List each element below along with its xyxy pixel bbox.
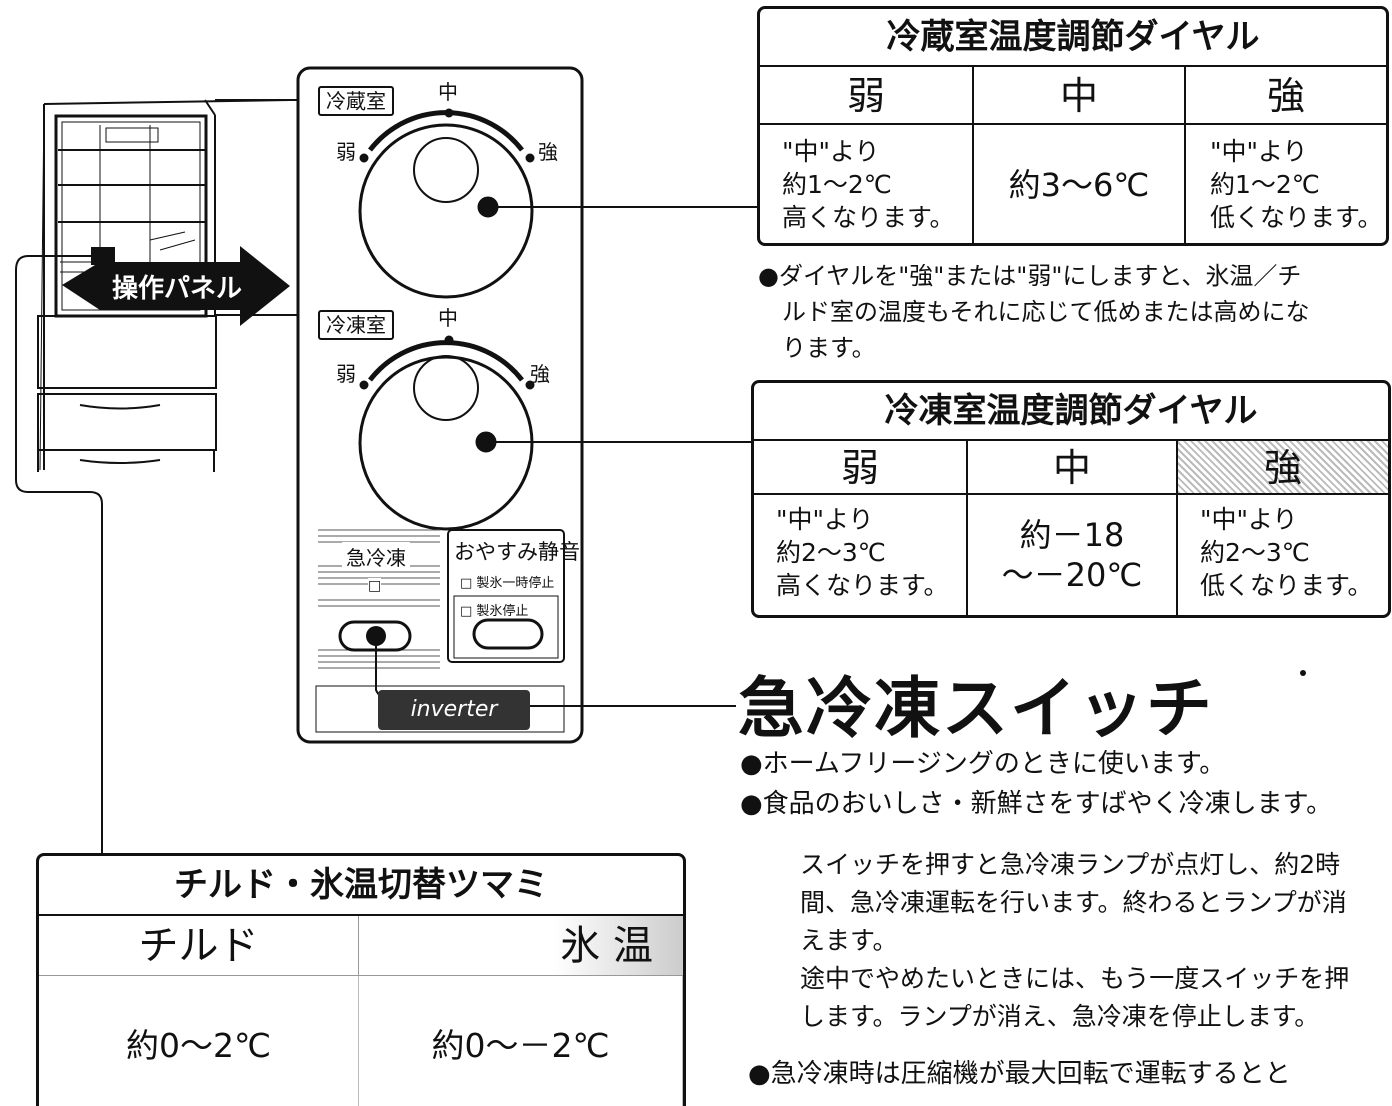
sleep-label: おやすみ静音 (454, 540, 580, 564)
cell-strong: "中"より 約2～3℃ 低くなります。 (1178, 495, 1388, 615)
bullet-line: ●ホームフリージングのときに使います。 (740, 749, 1226, 779)
chilled-switch-table: チルド・氷温切替ツマミ チルド 氷 温 約0～2℃ 約0～－2℃ (36, 853, 686, 1106)
freezer-dial-strong-label: 強 (530, 362, 550, 386)
note-line: ●ダイヤルを"強"または"弱"にしますと、氷温／チ (758, 262, 1302, 290)
header-strong: 強 (1178, 441, 1388, 495)
ice-pause-option[interactable]: □ 製氷一時停止 (460, 576, 555, 591)
fridge-dial (358, 108, 535, 299)
freezer-dial-weak-label: 弱 (336, 362, 356, 386)
body-line: えます。 (800, 926, 898, 955)
header-chilled: チルド (39, 916, 359, 976)
fridge-dial-weak-label: 弱 (336, 140, 356, 164)
table-title: チルド・氷温切替ツマミ (39, 856, 683, 916)
cell-line: "中"より (1200, 505, 1298, 534)
note-line: ります。 (782, 334, 876, 362)
header-mid: 中 (974, 67, 1186, 125)
header-strong: 強 (1186, 67, 1386, 125)
table-title: 冷蔵室温度調節ダイヤル (760, 9, 1386, 67)
bullet-line: ●食品のおいしさ・新鮮さをすばやく冷凍します。 (740, 789, 1333, 819)
quick-freeze-title: 急冷凍スイッチ (738, 669, 1214, 747)
table-title: 冷凍室温度調節ダイヤル (754, 383, 1388, 441)
panel-arrow-label: 操作パネル (112, 274, 243, 304)
header-ice-temp: 氷 温 (359, 916, 683, 976)
panel-arrow (62, 246, 290, 326)
cell-line: 約2～3℃ (1200, 538, 1310, 567)
stray-dot (1300, 670, 1306, 676)
cell-line: 低くなります。 (1200, 571, 1373, 600)
body-line: 途中でやめたいときには、もう一度スイッチを押 (800, 964, 1350, 993)
quick-freeze-footer: ●急冷凍時は圧縮機が最大回転で運転するとと (748, 1059, 1291, 1089)
cell-line: 高くなります。 (782, 203, 955, 232)
header-mid: 中 (968, 441, 1178, 495)
cell-mid: 約－18 ～－20℃ (968, 495, 1178, 615)
freezer-dial-table: 冷凍室温度調節ダイヤル 弱 中 強 "中"より 約2～3℃ 高くなります。 約－… (751, 380, 1391, 618)
cell-chilled: 約0～2℃ (39, 976, 359, 1106)
table-row: 約0～2℃ 約0～－2℃ (39, 976, 683, 1106)
cell-line: 低くなります。 (1210, 203, 1383, 232)
quick-freeze-label: 急冷凍 (342, 542, 410, 571)
sleep-button[interactable] (474, 620, 542, 648)
quick-freeze-button[interactable] (340, 622, 410, 650)
note-line: ルド室の温度もそれに応じて低めまたは高めにな (782, 298, 1310, 326)
quick-freeze-bullets: ●ホームフリージングのときに使います。 ●食品のおいしさ・新鮮さをすばやく冷凍し… (740, 744, 1332, 824)
ice-stop-option[interactable]: □ 製氷停止 (460, 604, 529, 619)
cell-line: 高くなります。 (776, 571, 949, 600)
cell-line: 約2～3℃ (776, 538, 886, 567)
table-row: "中"より 約2～3℃ 高くなります。 約－18 ～－20℃ "中"より 約2～… (754, 495, 1388, 615)
fridge-dial-strong-label: 強 (538, 140, 558, 164)
body-line: スイッチを押すと急冷凍ランプが点灯し、約2時 (800, 850, 1341, 879)
cell-weak: "中"より 約1～2℃ 高くなります。 (760, 125, 974, 243)
fridge-dial-mid-label: 中 (438, 80, 458, 104)
cell-line: ～－20℃ (1001, 556, 1143, 594)
fridge-dial-table: 冷蔵室温度調節ダイヤル 弱 中 強 "中"より 約1～2℃ 高くなります。 約3… (757, 6, 1389, 246)
body-line: します。ランプが消え、急冷凍を停止します。 (800, 1002, 1320, 1031)
cell-line: "中"より (1210, 137, 1308, 166)
table-header-row: 弱 中 強 (754, 441, 1388, 495)
cell-ice-temp: 約0～－2℃ (359, 976, 683, 1106)
freezer-dial-mid-label: 中 (438, 306, 458, 330)
fridge-note: ●ダイヤルを"強"または"弱"にしますと、氷温／チ ルド室の温度もそれに応じて低… (758, 258, 1310, 366)
table-header-row: 弱 中 強 (760, 67, 1386, 125)
table-row: "中"より 約1～2℃ 高くなります。 約3～6℃ "中"より 約1～2℃ 低く… (760, 125, 1386, 243)
freezer-dial-label: 冷凍室 (318, 310, 394, 340)
body-line: 間、急冷凍運転を行います。終わるとランプが消 (800, 888, 1347, 917)
inverter-logo: inverter (378, 690, 530, 730)
cell-mid: 約3～6℃ (974, 125, 1186, 243)
quick-freeze-body: スイッチを押すと急冷凍ランプが点灯し、約2時 間、急冷凍運転を行います。終わると… (800, 846, 1349, 1036)
fridge-dial-label: 冷蔵室 (318, 86, 394, 116)
cell-strong: "中"より 約1～2℃ 低くなります。 (1186, 125, 1386, 243)
cell-line: "中"より (776, 505, 874, 534)
header-weak: 弱 (754, 441, 968, 495)
cell-line: 約1～2℃ (1210, 170, 1320, 199)
cell-line: 約1～2℃ (782, 170, 892, 199)
diagram-artwork (15, 66, 760, 854)
table-header-row: チルド 氷 温 (39, 916, 683, 976)
quick-freeze-lamp: □ (368, 578, 382, 594)
cell-weak: "中"より 約2～3℃ 高くなります。 (754, 495, 968, 615)
cell-line: "中"より (782, 137, 880, 166)
header-weak: 弱 (760, 67, 974, 125)
cell-line: 約－18 (1019, 516, 1125, 554)
